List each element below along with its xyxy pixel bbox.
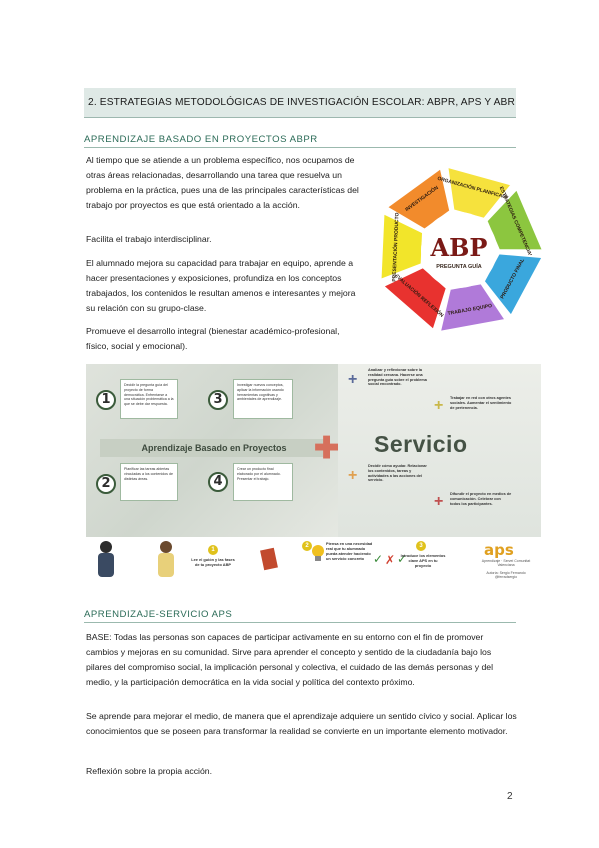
poster-step-number: 2 [96, 474, 116, 494]
aps-logo-subtitle: Aprendizaje · Servei Comunitat Valencian… [481, 559, 531, 568]
section-title: 2. ESTRATEGIAS METODOLÓGICAS DE INVESTIG… [84, 88, 516, 118]
poster-service-text: Analizar y reflexionar sobre la realidad… [368, 368, 427, 387]
poster-service-text: Trabajar en red con otros agentes social… [450, 396, 512, 410]
poster-bottom-step-text: Introduce los elementos clave APS en tu … [400, 553, 446, 568]
poster-step-number: 4 [208, 472, 228, 492]
poster-card: Investigar nuevos conceptos, aplicar la … [233, 379, 293, 419]
abp-segment [381, 265, 448, 332]
abp-segment [485, 187, 545, 252]
poster-steps-row: ✓ ✗ ✓ 1 Lee el guión y las fases de tu p… [86, 537, 541, 586]
abp-segment [482, 252, 545, 318]
abp-aps-poster: 1 Decidir la pregunta guía del proyecto … [86, 364, 541, 586]
aps-logo: aps [484, 541, 514, 559]
aps-paragraph-1: BASE: Todas las personas son capaces de … [86, 632, 494, 688]
abpr-paragraph-4: Promueve el desarrollo integral (bienest… [86, 326, 340, 352]
abpr-paragraph-2: Facilita el trabajo interdisciplinar. [86, 234, 212, 244]
poster-steps-illustrations: ✓ ✗ ✓ [98, 541, 407, 577]
plus-icon: + [434, 493, 444, 510]
poster-bottom-step-text: Lee el guión y las fases de tu proyecto … [191, 557, 235, 567]
poster-card: Decidir la pregunta guía del proyecto de… [120, 379, 178, 419]
poster-bottom-step-number: 3 [416, 541, 426, 551]
abp-segment [446, 165, 514, 220]
plus-icon: ✚ [314, 432, 340, 465]
aps-paragraph-2: Se aprende para mejorar el medio, de man… [86, 711, 517, 737]
abp-segment [379, 211, 425, 282]
poster-service-text: Difundir el proyecto en medios de comuni… [450, 492, 512, 506]
abpr-paragraph-1: Al tiempo que se atiende a un problema e… [86, 155, 359, 211]
svg-text:✗: ✗ [385, 553, 395, 567]
poster-service-text: Decidir cómo ayudar. Relacionar los cont… [368, 464, 427, 483]
poster-abp-title: Aprendizaje Basado en Proyectos [100, 439, 328, 457]
abp-segment-label: PRESENTACIÓN PRODUCTO [390, 212, 401, 282]
aps-heading: APRENDIZAJE-SERVICIO APS [84, 609, 516, 623]
plus-icon: + [348, 371, 358, 388]
poster-bottom-step-number: 2 [302, 541, 312, 551]
abpr-paragraph-3: El alumnado mejora su capacidad para tra… [86, 258, 356, 314]
svg-text:✓: ✓ [397, 552, 407, 566]
svg-text:✓: ✓ [373, 552, 383, 566]
abp-center-label: ABP [430, 233, 488, 262]
page-number: 2 [507, 791, 513, 802]
poster-people-image [338, 364, 541, 537]
poster-step-number: 1 [96, 390, 116, 410]
poster-card: Crear un producto final elaborado por el… [233, 463, 293, 501]
abpr-heading: APRENDIZAJE BASADO EN PROYECTOS ABPR [84, 134, 516, 148]
aps-paragraph-3: Reflexión sobre la propia acción. [86, 766, 213, 776]
poster-bottom-step-text: Piensa en una necesidad real que tu alum… [326, 541, 373, 561]
abp-center [421, 212, 497, 288]
poster-card: Planificar las tareas abiertas vinculada… [120, 463, 178, 501]
poster-author: Autoría: Sergio Fernando @ferradsergio [486, 571, 526, 580]
poster-bottom-step-number: 1 [208, 545, 218, 555]
plus-icon: + [434, 397, 444, 414]
plus-icon: + [348, 467, 358, 484]
poster-step-number: 3 [208, 390, 228, 410]
abp-segment [438, 282, 508, 334]
poster-servicio-title: Servicio [374, 431, 468, 457]
abp-center-sub: PREGUNTA GUÍA [436, 262, 482, 270]
abp-segment [384, 166, 452, 231]
